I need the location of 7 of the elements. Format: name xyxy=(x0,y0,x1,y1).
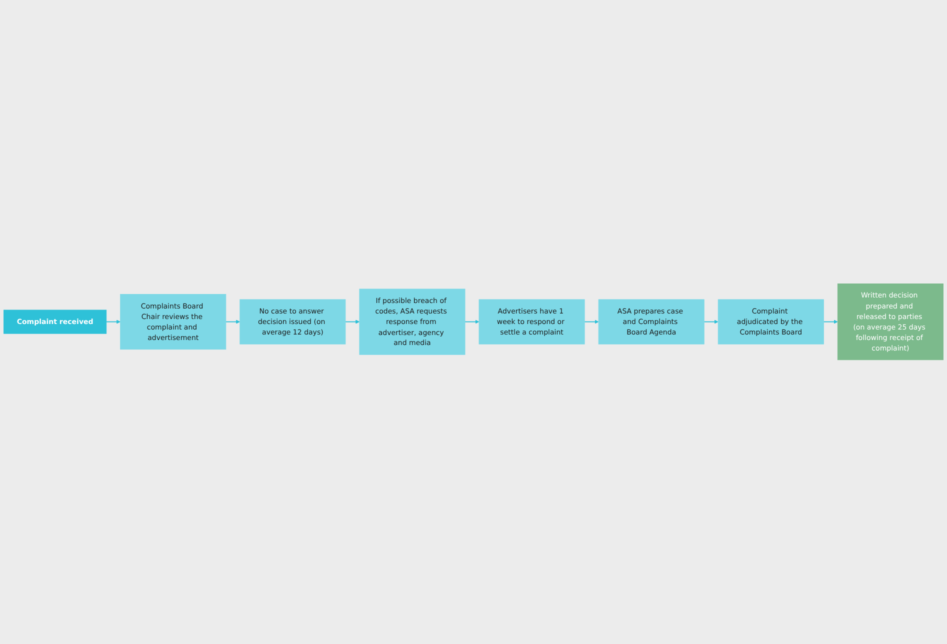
arrow xyxy=(704,320,718,324)
arrow xyxy=(823,320,838,324)
arrow xyxy=(106,320,121,324)
arrow xyxy=(344,320,360,324)
arrow xyxy=(225,320,240,324)
arrow xyxy=(584,320,599,324)
arrow xyxy=(464,320,480,324)
